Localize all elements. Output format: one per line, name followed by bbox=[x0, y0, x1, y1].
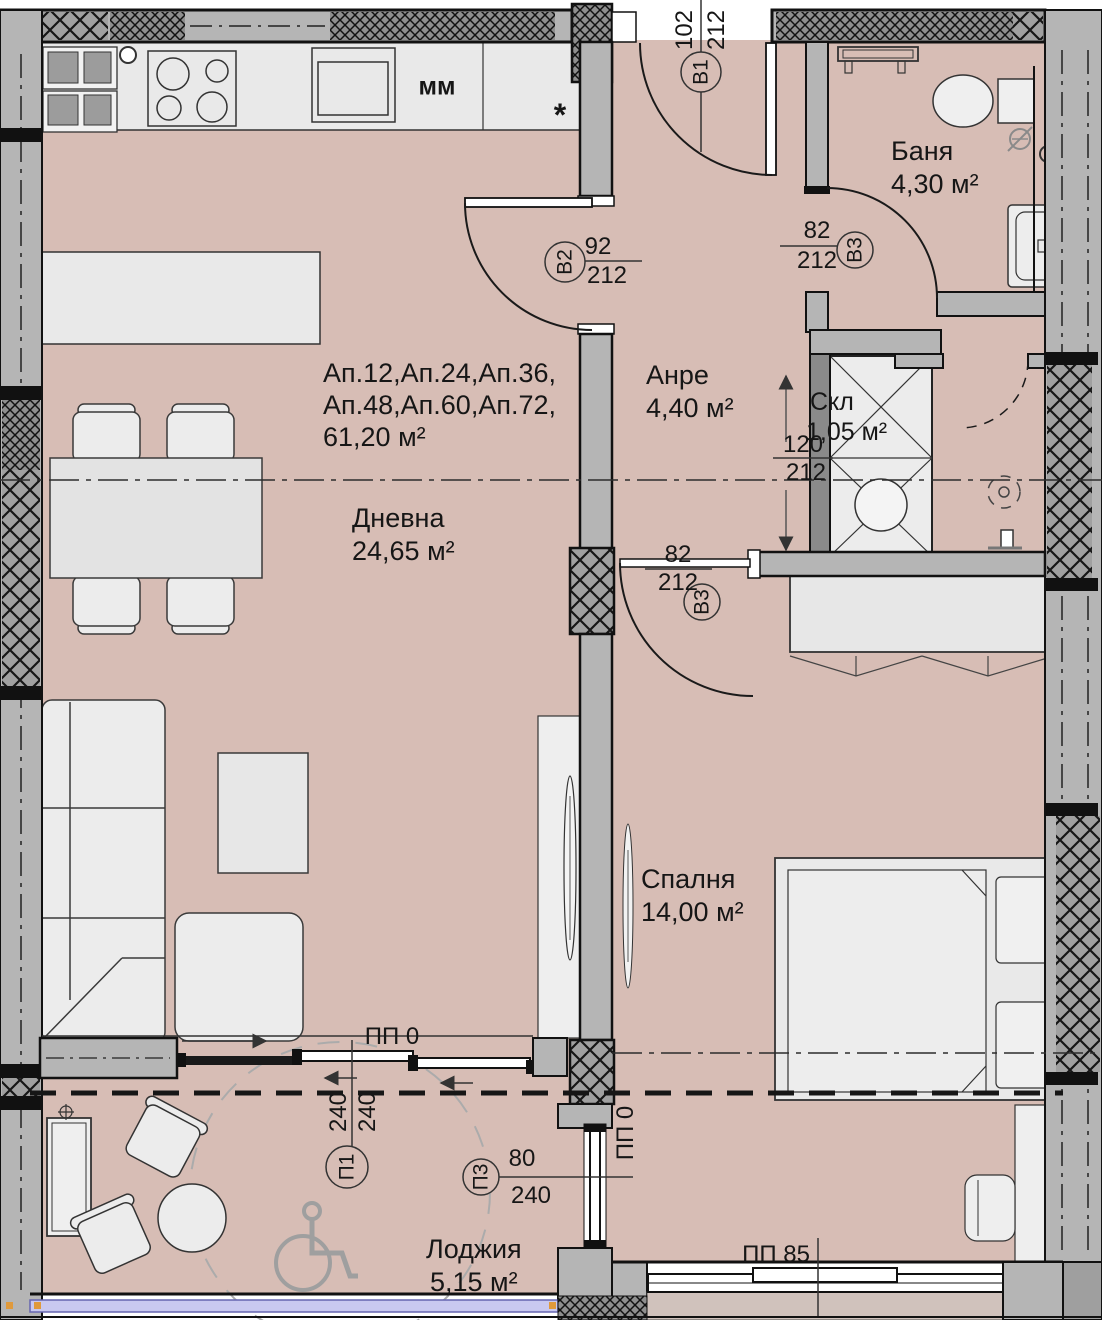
apartment-numbers-line2: Ап.48,Ап.60,Ап.72, bbox=[323, 390, 556, 420]
storage-opening-width: 120 bbox=[782, 431, 824, 458]
kitchen-counter bbox=[41, 41, 586, 345]
door-b3-hall-height: 212 bbox=[657, 569, 699, 596]
toilet bbox=[932, 74, 1035, 128]
door-b2-width: 92 bbox=[584, 233, 612, 260]
door-b2-height: 212 bbox=[586, 262, 628, 289]
kitchen-sink-label: мм bbox=[418, 72, 456, 101]
apartment-area: 61,20 м² bbox=[323, 422, 426, 452]
floor-drain bbox=[987, 475, 1021, 509]
room-storage-area: 1,05 м² bbox=[806, 418, 888, 446]
loggia-table bbox=[157, 1183, 227, 1253]
optional-door-swing bbox=[959, 359, 1029, 429]
wardrobe bbox=[789, 571, 1058, 677]
window-p1-tag: П1 bbox=[335, 1153, 359, 1181]
hob bbox=[147, 50, 237, 127]
niche-fixture bbox=[988, 529, 1022, 550]
door-b3-bath-height: 212 bbox=[796, 247, 838, 274]
washing-machine bbox=[854, 478, 908, 532]
door-b3-bath bbox=[826, 187, 938, 299]
apartment-numbers-line1: Ап.12,Ап.24,Ап.36, bbox=[323, 358, 556, 388]
desk-chair bbox=[964, 1174, 1016, 1242]
storage-closet bbox=[829, 355, 933, 557]
window-p1-height: 240 bbox=[354, 1091, 381, 1133]
door-b2 bbox=[464, 197, 593, 331]
room-entry-area: 4,40 м² bbox=[646, 393, 734, 423]
door-b3-hall bbox=[619, 558, 754, 697]
window-p1-width: 240 bbox=[325, 1091, 352, 1133]
fridge bbox=[42, 46, 118, 133]
window-p3-tag: П3 bbox=[469, 1163, 493, 1191]
door-b3-bath-tag: В3 bbox=[843, 237, 867, 263]
door-b1-width: 102 bbox=[671, 9, 698, 51]
tv-bedroom bbox=[622, 823, 634, 989]
room-storage-name: Скл bbox=[810, 388, 854, 416]
door-b1-tag: В1 bbox=[689, 59, 713, 85]
pillow bbox=[995, 876, 1053, 964]
room-bathroom-area: 4,30 м² bbox=[891, 169, 979, 199]
floor-fill bbox=[30, 40, 1063, 1294]
window-p3-width: 80 bbox=[508, 1145, 536, 1172]
kitchen-knob bbox=[119, 46, 137, 64]
loggia-armchair bbox=[125, 1095, 209, 1178]
door-swings bbox=[464, 42, 1029, 697]
room-living-name: Дневна bbox=[352, 503, 445, 533]
room-loggia-area: 5,15 м² bbox=[430, 1267, 518, 1297]
dining-set bbox=[49, 403, 263, 635]
window-p3-height: 240 bbox=[510, 1182, 552, 1209]
towel-radiator bbox=[837, 46, 919, 74]
room-bathroom-name: Баня bbox=[891, 136, 954, 166]
room-living-area: 24,65 м² bbox=[352, 536, 455, 566]
tv-bench-living bbox=[537, 715, 585, 1039]
kitchen-note-asterisk: * bbox=[553, 97, 567, 133]
kitchen-island bbox=[41, 251, 321, 345]
label-circles bbox=[325, 51, 874, 1196]
window-pp0-living-label: ПП 0 bbox=[364, 1023, 420, 1050]
dining-table bbox=[49, 457, 263, 579]
window-pp85-label: ПП 85 bbox=[742, 1241, 810, 1268]
section-lines bbox=[0, 479, 1102, 1096]
wheelchair-icon bbox=[274, 1201, 358, 1292]
door-b3-bath-width: 82 bbox=[803, 217, 831, 244]
room-entry-name: Анре bbox=[646, 360, 709, 390]
oven bbox=[311, 47, 396, 123]
bed bbox=[774, 857, 1061, 1101]
pillow bbox=[995, 1001, 1053, 1089]
door-b1-height: 212 bbox=[703, 9, 730, 51]
room-loggia-name: Лоджия bbox=[426, 1234, 522, 1264]
ottoman bbox=[174, 912, 304, 1042]
coffee-table bbox=[217, 752, 309, 874]
room-bedroom-area: 14,00 м² bbox=[641, 897, 744, 927]
door-b1 bbox=[639, 42, 777, 176]
door-b2-tag: В2 bbox=[553, 249, 577, 275]
storage-opening-height: 212 bbox=[785, 459, 827, 486]
room-bedroom-name: Спалня bbox=[641, 864, 736, 894]
sliding-door bbox=[42, 1033, 568, 1091]
loggia-armchair bbox=[69, 1193, 151, 1274]
faucet-icon bbox=[1007, 126, 1033, 152]
window-pp0-loggia-label: ПП 0 bbox=[612, 1105, 639, 1161]
door-b3-hall-width: 82 bbox=[664, 541, 692, 568]
sofa bbox=[41, 699, 166, 1043]
